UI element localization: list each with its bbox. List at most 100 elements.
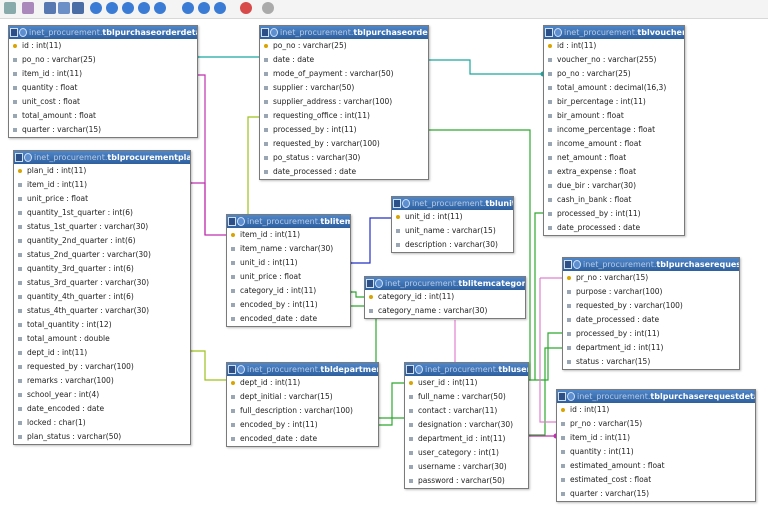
- column-row[interactable]: pr_no : varchar(15): [557, 417, 755, 431]
- column-row[interactable]: extra_expense : float: [544, 165, 684, 179]
- column-row[interactable]: cash_in_bank : float: [544, 193, 684, 207]
- column-row[interactable]: unit_price : float: [14, 192, 190, 206]
- build-query-icon[interactable]: [262, 2, 274, 14]
- table-settings-icon[interactable]: [270, 28, 278, 37]
- column-row[interactable]: username : varchar(30): [405, 460, 528, 474]
- toggle-small-big-icon[interactable]: [154, 2, 166, 14]
- column-row[interactable]: unit_price : float: [227, 270, 350, 284]
- table-header[interactable]: inet_procurement.tblprocurementplan: [14, 151, 190, 164]
- table-settings-icon[interactable]: [415, 365, 423, 374]
- table-tbldepartment[interactable]: inet_procurement.tbldepartmentdept_id : …: [226, 362, 379, 447]
- angular-links-icon[interactable]: [122, 2, 134, 14]
- column-row[interactable]: encoded_date : date: [227, 432, 378, 446]
- column-row[interactable]: dept_id : int(11): [14, 346, 190, 360]
- column-row[interactable]: encoded_by : int(11): [227, 418, 378, 432]
- column-row[interactable]: income_percentage : float: [544, 123, 684, 137]
- toggle-table-icon[interactable]: [261, 28, 269, 37]
- table-header[interactable]: inet_procurement.tblitem: [227, 215, 350, 228]
- column-row[interactable]: plan_status : varchar(50): [14, 430, 190, 444]
- column-row[interactable]: encoded_by : int(11): [227, 298, 350, 312]
- column-row[interactable]: net_amount : float: [544, 151, 684, 165]
- column-row[interactable]: id : int(11): [544, 39, 684, 53]
- column-row[interactable]: processed_by : int(11): [563, 327, 739, 341]
- column-row[interactable]: status_3rd_quarter : varchar(30): [14, 276, 190, 290]
- column-row[interactable]: quarter : varchar(15): [9, 123, 197, 137]
- fullscreen-icon[interactable]: [22, 2, 34, 14]
- column-row[interactable]: item_id : int(11): [14, 178, 190, 192]
- column-row[interactable]: unit_name : varchar(15): [392, 224, 513, 238]
- toggle-table-icon[interactable]: [228, 365, 236, 374]
- column-row[interactable]: quantity : int(11): [557, 445, 755, 459]
- column-row[interactable]: supplier_address : varchar(100): [260, 95, 428, 109]
- toggle-table-icon[interactable]: [228, 217, 236, 226]
- column-row[interactable]: full_description : varchar(100): [227, 404, 378, 418]
- column-row[interactable]: unit_id : int(11): [392, 210, 513, 224]
- table-header[interactable]: inet_procurement.tblpurchaserequestdetai…: [557, 390, 755, 403]
- toggle-relation-lines-icon[interactable]: [214, 2, 226, 14]
- column-row[interactable]: status_2nd_quarter : varchar(30): [14, 248, 190, 262]
- column-row[interactable]: remarks : varchar(100): [14, 374, 190, 388]
- column-row[interactable]: status : varchar(15): [563, 355, 739, 369]
- open-icon[interactable]: [58, 2, 70, 14]
- table-header[interactable]: inet_procurement.tblvoucher: [544, 26, 684, 39]
- column-row[interactable]: estimated_amount : float: [557, 459, 755, 473]
- table-header[interactable]: inet_procurement.tblpurchaseorderdetail: [9, 26, 197, 39]
- column-row[interactable]: dept_initial : varchar(15): [227, 390, 378, 404]
- column-row[interactable]: pr_no : varchar(15): [563, 271, 739, 285]
- table-settings-icon[interactable]: [375, 279, 383, 288]
- column-row[interactable]: date_processed : date: [544, 221, 684, 235]
- column-row[interactable]: item_id : int(11): [9, 67, 197, 81]
- column-row[interactable]: user_id : int(11): [405, 376, 528, 390]
- column-row[interactable]: estimated_cost : float: [557, 473, 755, 487]
- toggle-table-icon[interactable]: [393, 199, 401, 208]
- table-settings-icon[interactable]: [554, 28, 562, 37]
- toggle-table-icon[interactable]: [545, 28, 553, 37]
- column-row[interactable]: department_id : int(11): [405, 432, 528, 446]
- column-row[interactable]: encoded_date : date: [227, 312, 350, 326]
- column-row[interactable]: po_no : varchar(25): [544, 67, 684, 81]
- help-icon[interactable]: [106, 2, 118, 14]
- column-row[interactable]: total_amount : decimal(16,3): [544, 81, 684, 95]
- table-header[interactable]: inet_procurement.tblpurchaseorder: [260, 26, 428, 39]
- table-header[interactable]: inet_procurement.tbluser: [405, 363, 528, 376]
- column-row[interactable]: mode_of_payment : varchar(50): [260, 67, 428, 81]
- column-row[interactable]: date_encoded : date: [14, 402, 190, 416]
- column-row[interactable]: requested_by : varchar(100): [14, 360, 190, 374]
- table-header[interactable]: inet_procurement.tblunit: [392, 197, 513, 210]
- column-row[interactable]: requested_by : varchar(100): [563, 299, 739, 313]
- column-row[interactable]: requesting_office : int(11): [260, 109, 428, 123]
- column-row[interactable]: quantity_3rd_quarter : int(6): [14, 262, 190, 276]
- table-settings-icon[interactable]: [573, 260, 581, 269]
- column-row[interactable]: supplier : varchar(50): [260, 81, 428, 95]
- column-row[interactable]: requested_by : varchar(100): [260, 137, 428, 151]
- column-row[interactable]: date_processed : date: [563, 313, 739, 327]
- column-row[interactable]: quantity : float: [9, 81, 197, 95]
- column-row[interactable]: item_id : int(11): [227, 228, 350, 242]
- column-row[interactable]: po_status : varchar(30): [260, 151, 428, 165]
- column-row[interactable]: total_amount : float: [9, 109, 197, 123]
- column-row[interactable]: description : varchar(30): [392, 238, 513, 252]
- table-header[interactable]: inet_procurement.tblpurchaserequest: [563, 258, 739, 271]
- column-row[interactable]: date : date: [260, 53, 428, 67]
- column-row[interactable]: processed_by : int(11): [544, 207, 684, 221]
- column-row[interactable]: id : int(11): [557, 403, 755, 417]
- column-row[interactable]: dept_id : int(11): [227, 376, 378, 390]
- column-row[interactable]: plan_id : int(11): [14, 164, 190, 178]
- toggle-table-icon[interactable]: [10, 28, 18, 37]
- column-row[interactable]: processed_by : int(11): [260, 123, 428, 137]
- column-row[interactable]: category_name : varchar(30): [365, 304, 525, 318]
- column-row[interactable]: school_year : int(4): [14, 388, 190, 402]
- export-schema-icon[interactable]: [240, 2, 252, 14]
- table-header[interactable]: inet_procurement.tbldepartment: [227, 363, 378, 376]
- column-row[interactable]: item_id : int(11): [557, 431, 755, 445]
- column-row[interactable]: password : varchar(50): [405, 474, 528, 488]
- table-tblpurchaserequestdetail[interactable]: inet_procurement.tblpurchaserequestdetai…: [556, 389, 756, 502]
- column-row[interactable]: quantity_1st_quarter : int(6): [14, 206, 190, 220]
- column-row[interactable]: item_name : varchar(30): [227, 242, 350, 256]
